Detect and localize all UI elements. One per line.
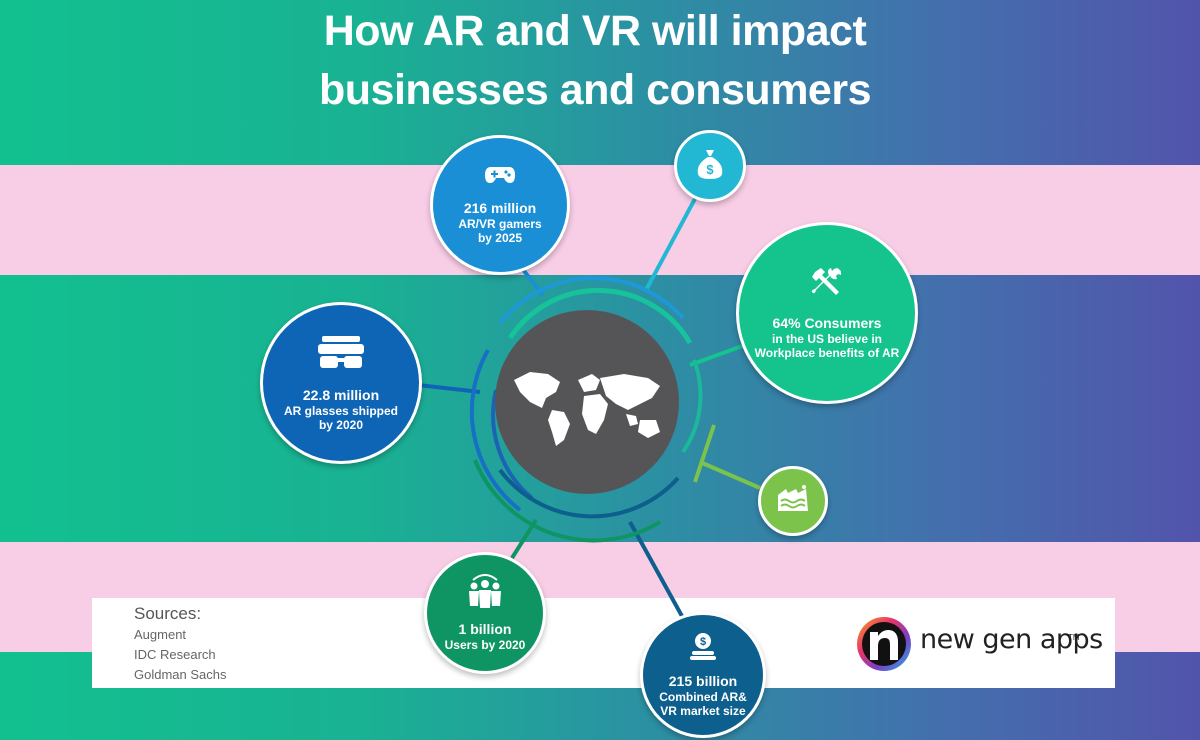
- background-stripe-pink-1: [0, 165, 1200, 275]
- source-item: IDC Research: [134, 647, 216, 662]
- gamepad-icon: [485, 165, 515, 190]
- connector-glasses: [417, 383, 481, 394]
- stat-bubble-market: $ 215 billion Combined AR& VR market siz…: [640, 612, 766, 738]
- connector-consumers: [689, 343, 746, 367]
- stat-bubble-consumers: 64% Consumers in the US believe in Workp…: [736, 222, 918, 404]
- coins-icon: $: [686, 632, 720, 667]
- stat-bubble-users: 1 billion Users by 2020: [424, 552, 546, 674]
- stat-bubble-money: $: [674, 130, 746, 202]
- connector-market: [628, 521, 685, 619]
- newgenapps-logo-icon: [857, 617, 911, 671]
- brand-name: new gen apps: [920, 624, 1103, 655]
- title-line-2: businesses and consumers: [319, 66, 872, 114]
- stat-number-gamers: 216 million: [463, 200, 537, 216]
- sources-panel: [92, 598, 1115, 688]
- tools-icon: [811, 266, 843, 303]
- stat-label-market-1: Combined AR&: [659, 690, 747, 704]
- stat-number-market: 215 billion: [668, 673, 738, 689]
- ring-arc-teal-inner: [507, 287, 693, 345]
- stat-label-consumers-1: in the US believe in: [771, 332, 883, 346]
- stat-bubble-factory: [758, 466, 828, 536]
- vr-glasses-icon: [318, 334, 364, 375]
- ring-arc-left-inner: [491, 389, 534, 500]
- stat-label-gamers-1: AR/VR gamers: [458, 217, 542, 231]
- stat-number-glasses: 22.8 million: [302, 387, 380, 403]
- page-title: How AR and VR will impact businesses and…: [0, 2, 1190, 120]
- background-band-top: [0, 0, 1200, 165]
- stat-number-consumers: 64% Consumers: [772, 315, 882, 331]
- sources-title: Sources:: [134, 604, 202, 623]
- stat-label-glasses-2: by 2020: [318, 418, 364, 432]
- stat-label-market-2: VR market size: [660, 704, 746, 718]
- users-icon: [465, 574, 505, 613]
- ring-arc-bottom-navy: [498, 468, 680, 519]
- connector-factory: [699, 460, 761, 490]
- stat-bubble-glasses: 22.8 million AR glasses shipped by 2020: [260, 302, 422, 464]
- factory-icon: [776, 484, 810, 518]
- title-line-1: How AR and VR will impact: [323, 7, 867, 55]
- ring-arc-right-teal: [681, 359, 703, 454]
- stat-bubble-gamers: 216 million AR/VR gamers by 2025: [430, 135, 570, 275]
- source-item: Augment: [134, 627, 187, 642]
- svg-text:$: $: [700, 636, 706, 648]
- money-bag-icon: $: [696, 148, 724, 185]
- ring-arc-left-outer: [469, 349, 522, 512]
- connector-money: [643, 194, 699, 293]
- stat-label-consumers-2: Workplace benefits of AR: [754, 346, 900, 360]
- stat-number-users: 1 billion: [458, 621, 512, 637]
- connector-factory-cap: [693, 424, 716, 483]
- stat-label-glasses-1: AR glasses shipped: [283, 404, 399, 418]
- world-map-icon: [514, 372, 660, 446]
- brand-trademark: TM: [1068, 633, 1080, 642]
- ring-arc-bottom-green: [473, 459, 662, 543]
- source-item: Goldman Sachs: [134, 667, 227, 682]
- stat-label-users-1: Users by 2020: [444, 638, 526, 652]
- stat-label-gamers-2: by 2025: [477, 231, 523, 245]
- ring-arc-blue-outer: [498, 276, 685, 325]
- svg-text:$: $: [706, 162, 714, 177]
